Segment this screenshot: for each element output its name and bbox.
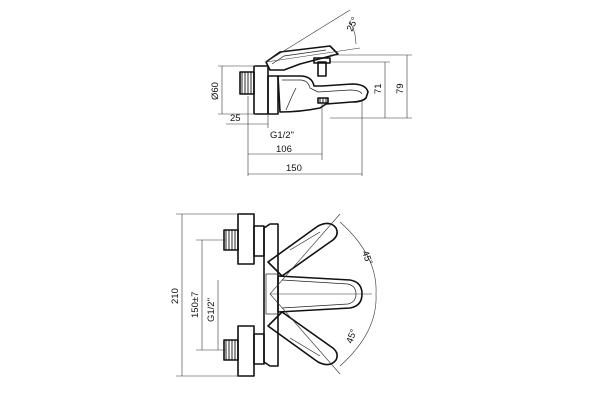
top-lower-inlet bbox=[223, 325, 265, 377]
side-wall-flange bbox=[267, 75, 279, 115]
label-thread-side: G1/2" bbox=[270, 130, 294, 141]
label-angle-25: 25° bbox=[345, 15, 361, 33]
label-thread-top: G1/2" bbox=[206, 298, 217, 322]
label-centers: 150±7 bbox=[190, 292, 201, 318]
label-height-71: 71 bbox=[373, 83, 384, 94]
label-height-79: 79 bbox=[395, 83, 406, 94]
top-body bbox=[263, 223, 279, 367]
side-diameter-dim bbox=[218, 65, 256, 115]
label-wall-25: 25 bbox=[230, 113, 241, 124]
top-handle-upper bbox=[267, 222, 338, 277]
label-diameter-60: Ø60 bbox=[210, 82, 221, 100]
side-handle bbox=[265, 45, 339, 71]
top-angle-arcs bbox=[269, 213, 377, 375]
side-body bbox=[277, 75, 369, 113]
side-view: 25° 71 79 Ø60 25 G1/2" bbox=[210, 9, 412, 176]
side-angle-indicator bbox=[265, 9, 361, 63]
top-vertical-dims bbox=[176, 213, 240, 377]
top-handle-lower bbox=[267, 311, 338, 366]
label-dist-150: 150 bbox=[286, 163, 302, 174]
side-height-dims bbox=[330, 54, 412, 119]
top-view: 45° 45° 210 150±7 G1/2" bbox=[170, 213, 377, 377]
side-inlet-thread bbox=[239, 71, 255, 95]
label-dist-106: 106 bbox=[276, 144, 292, 155]
side-horizontal-dims bbox=[226, 96, 363, 176]
label-angle-lower: 45° bbox=[344, 328, 359, 345]
label-angle-upper: 45° bbox=[359, 249, 374, 266]
top-upper-inlet bbox=[223, 213, 265, 265]
side-diverter-knob bbox=[313, 57, 331, 77]
side-wall-connector bbox=[253, 65, 269, 115]
label-overall-210: 210 bbox=[170, 288, 181, 304]
